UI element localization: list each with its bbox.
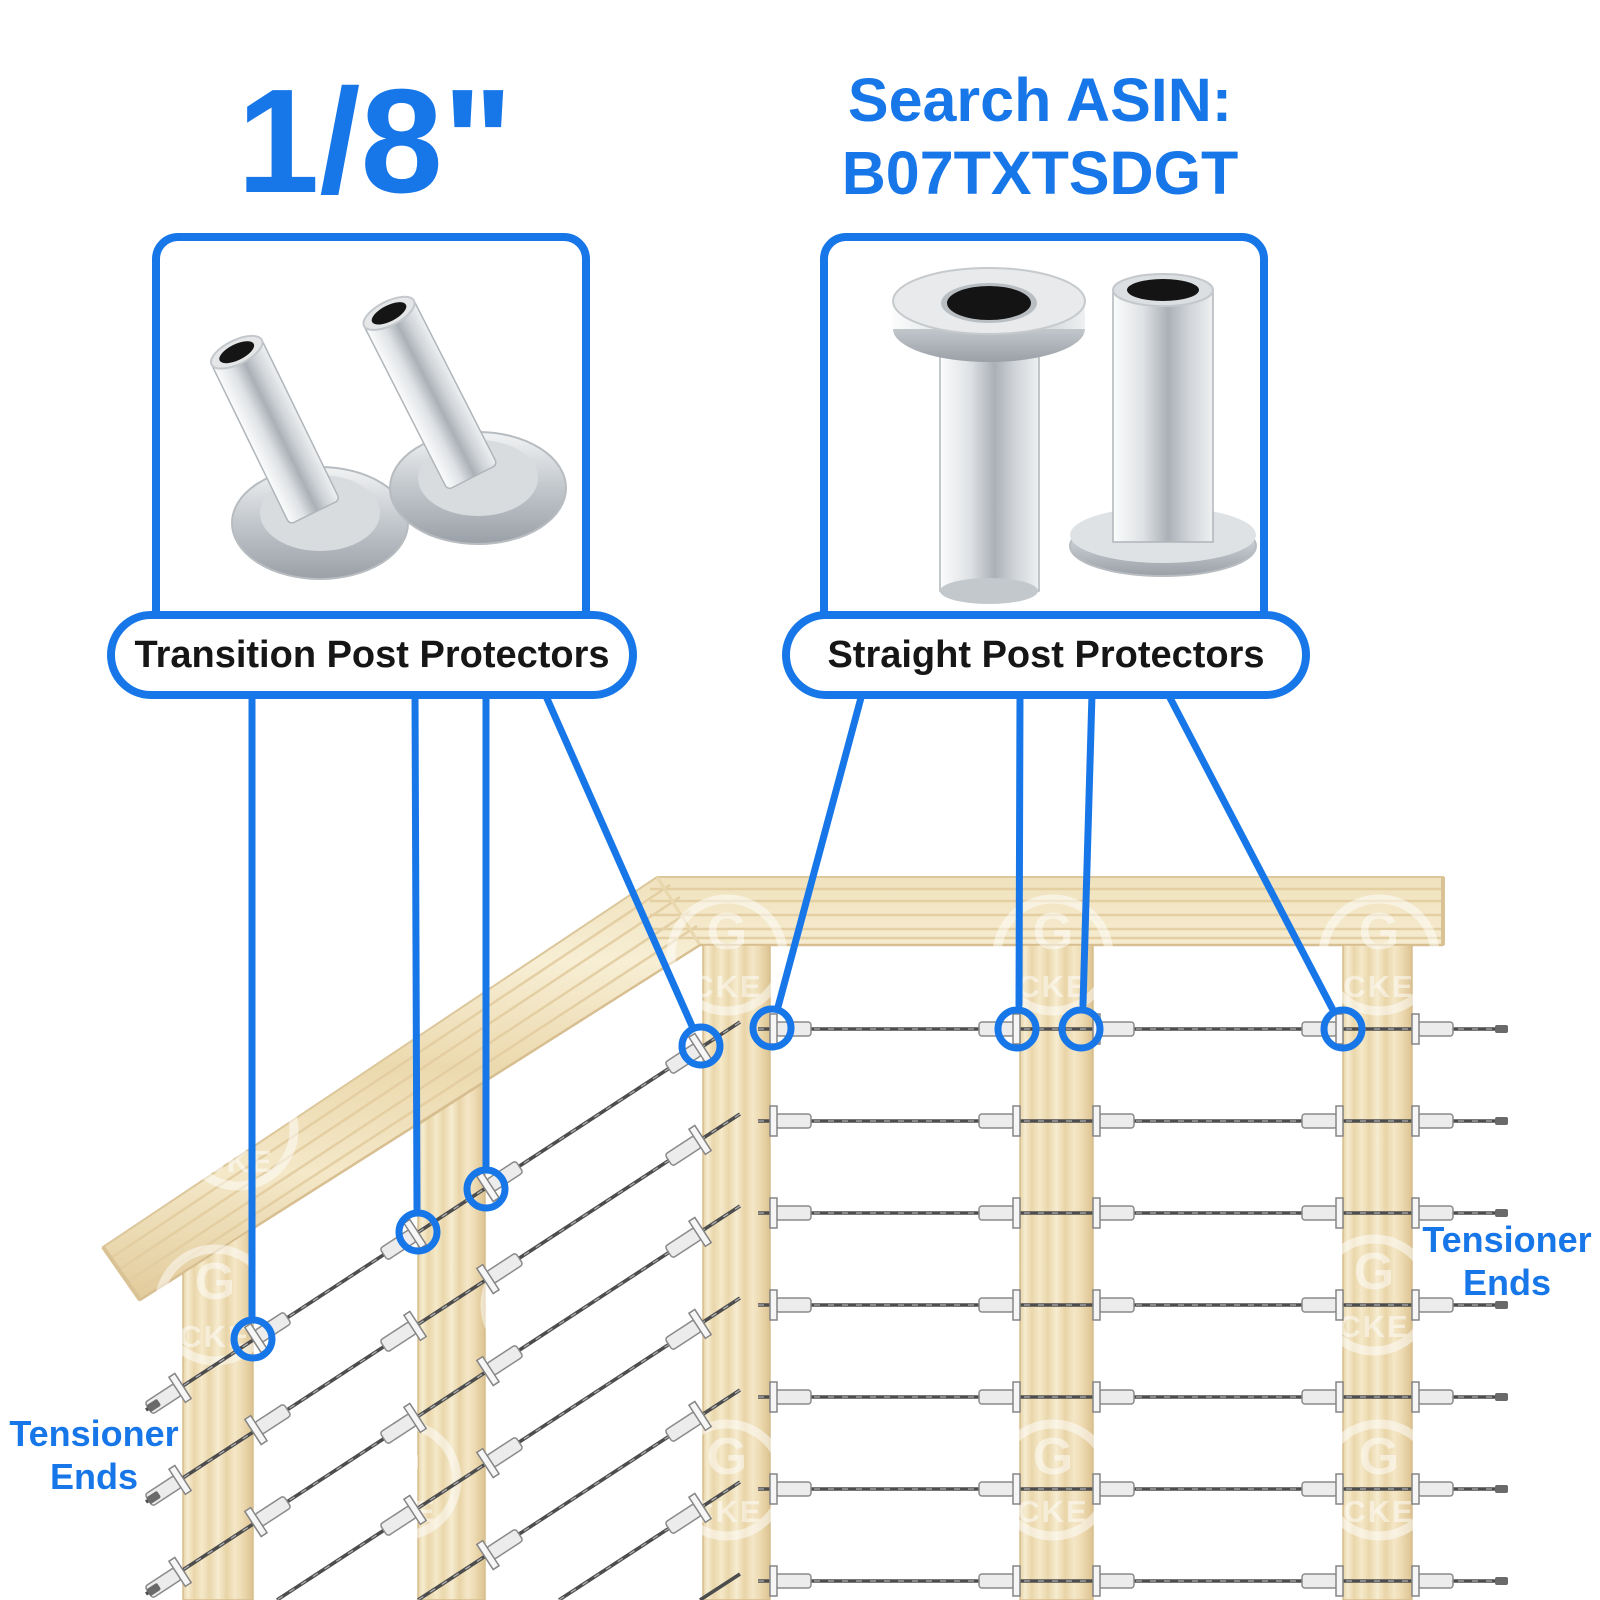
svg-text:G: G <box>707 1428 747 1486</box>
wood-posts <box>182 944 1413 1600</box>
svg-text:G: G <box>1196 1078 1236 1136</box>
svg-text:CKE: CKE <box>1017 1494 1088 1529</box>
svg-text:CKE: CKE <box>528 1144 599 1179</box>
straight-protector-image <box>892 267 1257 604</box>
asin-line1: Search ASIN: <box>847 66 1233 134</box>
watermark-word: CKE <box>365 969 436 1004</box>
asin-line2: B07TXTSDGT <box>841 139 1239 207</box>
svg-text:G: G <box>1033 903 1073 961</box>
svg-text:G: G <box>195 1253 235 1311</box>
transition-callout-label: Transition Post Protectors <box>107 611 637 699</box>
svg-text:G: G <box>1354 1243 1394 1301</box>
straight-protector-box <box>820 233 1268 645</box>
svg-text:G: G <box>1033 1428 1073 1486</box>
callout-lines <box>248 690 1337 1320</box>
tensioner-left-line2: Ends <box>49 1456 138 1497</box>
transition-protector-image <box>209 295 567 580</box>
transition-protector-box <box>152 233 590 645</box>
svg-text:CKE: CKE <box>691 969 762 1004</box>
svg-text:CKE: CKE <box>202 1144 273 1179</box>
wood-rails <box>101 876 1445 1302</box>
svg-text:CKE: CKE <box>1157 1319 1228 1354</box>
tensioner-ends-label-right: Tensioner Ends <box>1411 1218 1600 1304</box>
svg-text:CKE: CKE <box>1180 1144 1251 1179</box>
svg-text:CKE: CKE <box>1343 969 1414 1004</box>
svg-text:CKE: CKE <box>854 1144 925 1179</box>
tensioner-ends-label-left: Tensioner Ends <box>0 1412 188 1498</box>
svg-text:CKE: CKE <box>1017 969 1088 1004</box>
svg-text:G: G <box>1522 1078 1562 1136</box>
svg-text:G: G <box>1359 903 1399 961</box>
tensioner-left-line1: Tensioner <box>9 1413 179 1454</box>
svg-text:CKE: CKE <box>1338 1309 1409 1344</box>
straight-label-text: Straight Post Protectors <box>827 633 1265 676</box>
callout-circles <box>230 1005 1366 1362</box>
transition-label-text: Transition Post Protectors <box>134 633 610 676</box>
svg-text:G: G <box>847 1253 887 1311</box>
svg-text:G: G <box>521 1253 561 1311</box>
asin-callout: Search ASIN: B07TXTSDGT <box>790 64 1290 210</box>
svg-text:G: G <box>1173 1253 1213 1311</box>
svg-text:CKE: CKE <box>1343 1494 1414 1529</box>
tensioner-right-line1: Tensioner <box>1422 1219 1592 1260</box>
size-label: 1/8" <box>237 59 513 224</box>
svg-text:CKE: CKE <box>1506 1144 1577 1179</box>
tensioner-right-line2: Ends <box>1462 1262 1551 1303</box>
svg-text:G: G <box>707 903 747 961</box>
svg-text:CKE: CKE <box>831 1319 902 1354</box>
svg-text:G: G <box>870 1078 910 1136</box>
svg-text:G: G <box>1359 1428 1399 1486</box>
straight-callout-label: Straight Post Protectors <box>782 611 1310 699</box>
